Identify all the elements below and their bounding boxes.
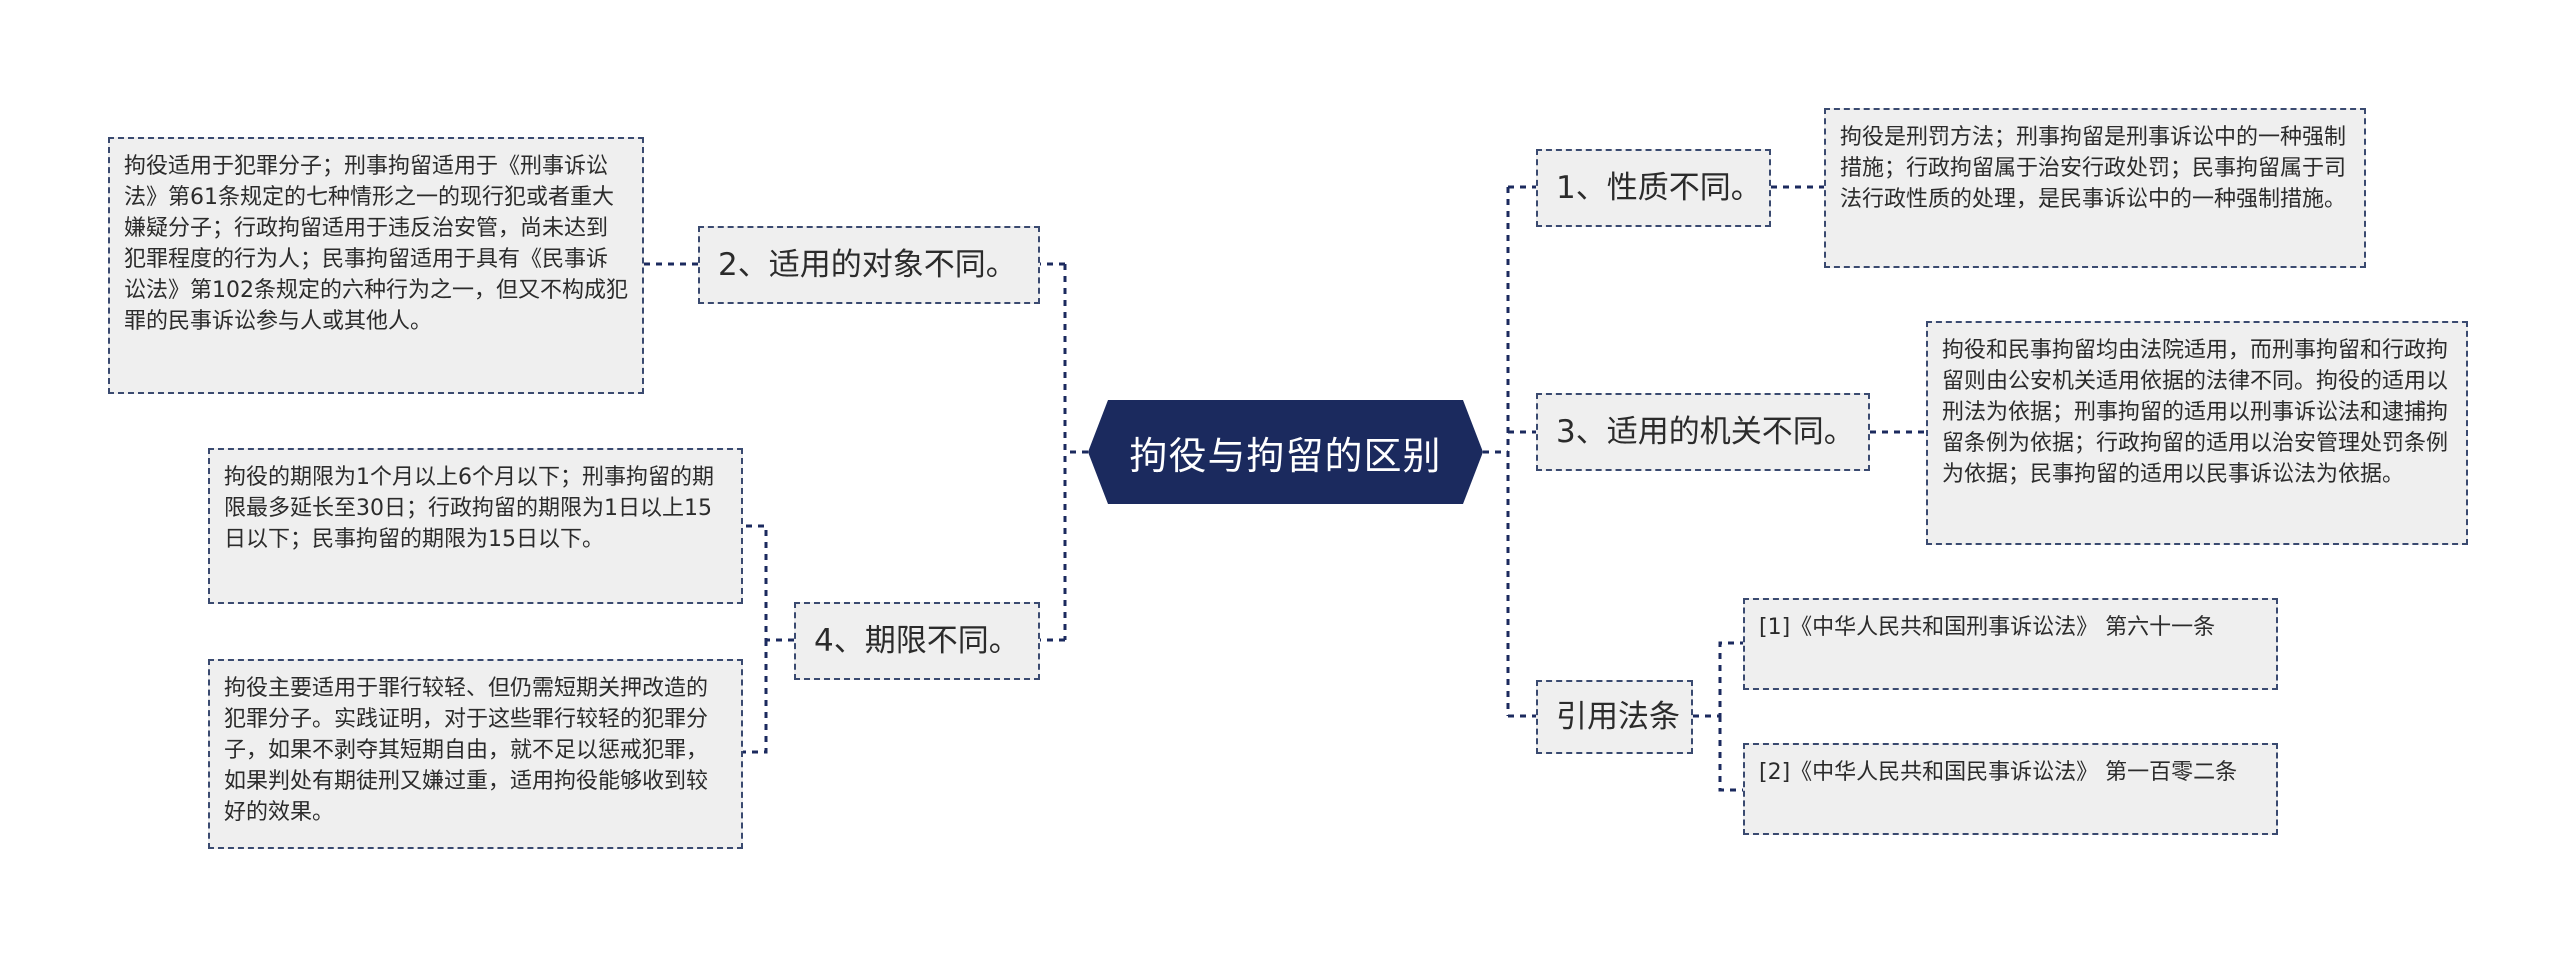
detail-authority: 拘役和民事拘留均由法院适用，而刑事拘留和行政拘留则由公安机关适用依据的法律不同。… bbox=[1926, 321, 2468, 545]
center-title: 拘役与拘留的区别 bbox=[1129, 433, 1442, 478]
detail-duration-term: 拘役的期限为1个月以上6个月以下；刑事拘留的期限最多延长至30日；行政拘留的期限… bbox=[208, 448, 743, 604]
detail-nature: 拘役是刑罚方法；刑事拘留是刑事诉讼中的一种强制措施；行政拘留属于治安行政处罚；民… bbox=[1824, 108, 2366, 268]
branch-duration: 4、期限不同。 bbox=[794, 602, 1040, 680]
connector-refs-split bbox=[1693, 641, 1743, 792]
branch-references: 引用法条 bbox=[1536, 680, 1693, 754]
branch-nature: 1、性质不同。 bbox=[1536, 149, 1771, 227]
reference-item: [1]《中华人民共和国刑事诉讼法》 第六十一条 bbox=[1743, 598, 2278, 690]
reference-item: [2]《中华人民共和国民事诉讼法》 第一百零二条 bbox=[1743, 743, 2278, 835]
branch-authority: 3、适用的机关不同。 bbox=[1536, 393, 1870, 471]
detail-target: 拘役适用于犯罪分子；刑事拘留适用于《刑事诉讼法》第61条规定的七种情形之一的现行… bbox=[108, 137, 644, 394]
detail-duration-purpose: 拘役主要适用于罪行较轻、但仍需短期关押改造的犯罪分子。实践证明，对于这些罪行较轻… bbox=[208, 659, 743, 849]
branch-target: 2、适用的对象不同。 bbox=[698, 226, 1040, 304]
connector-branch-4-split bbox=[743, 524, 794, 754]
center-node bbox=[1088, 400, 1483, 504]
